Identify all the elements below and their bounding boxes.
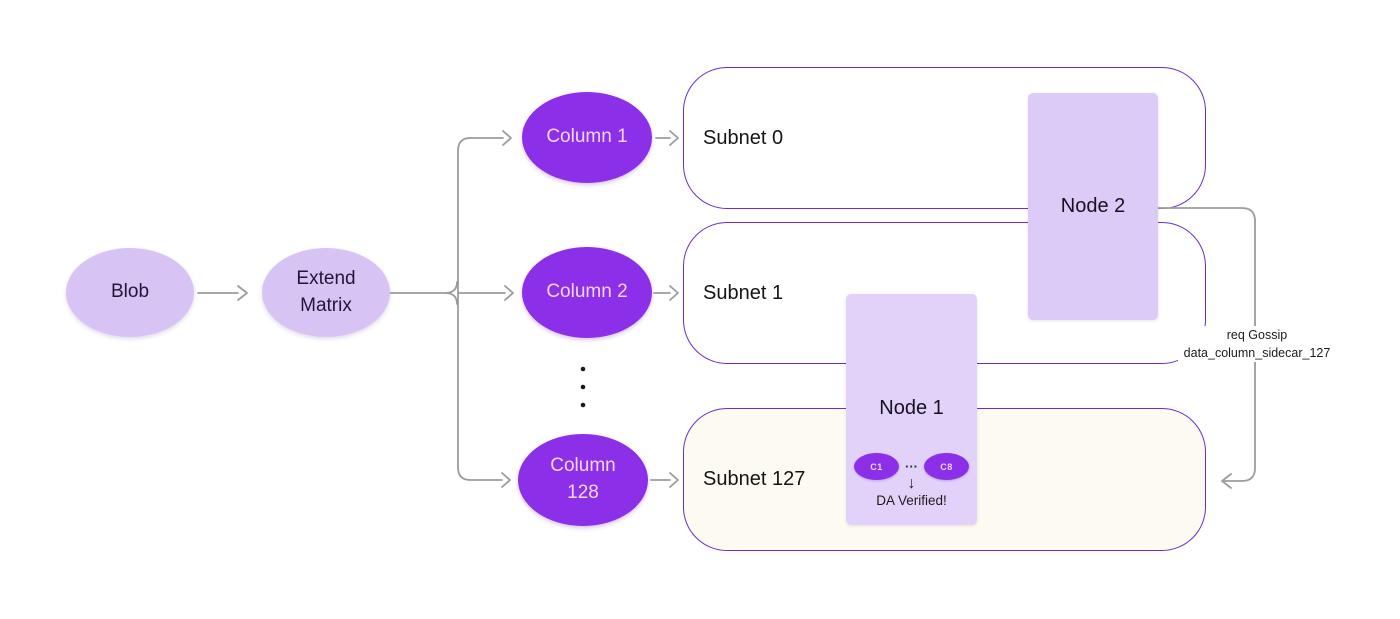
trunk-fillet-up: [445, 281, 458, 294]
trunk-fillet-down: [445, 292, 458, 305]
arrowhead-column128-to-subnet127: [669, 472, 679, 488]
arrowhead-blob-to-extend: [237, 285, 248, 301]
arrowhead-to-column-1: [502, 130, 512, 146]
sample-ellipsis: ···: [905, 458, 918, 474]
node-2-label: Node 2: [1060, 195, 1126, 217]
column-1-label: Column 1: [546, 126, 628, 148]
column-ellipsis-dot: [580, 366, 586, 372]
column-1-ellipse: Column 1: [522, 92, 652, 183]
column-ellipsis-dot: [580, 402, 586, 408]
subnet-1-label: Subnet 1: [703, 281, 784, 304]
arrowhead-to-column-2: [504, 285, 514, 301]
subnet-0-label: Subnet 0: [703, 126, 784, 149]
arrowhead-column2-to-subnet1: [669, 285, 679, 301]
sample-column-c1: C1: [854, 453, 899, 480]
gossip-request-line1: req Gossip: [1226, 328, 1288, 342]
arrowhead-column1-to-subnet0: [669, 130, 679, 146]
gossip-request-annotation: req Gossip data_column_sidecar_127: [1178, 326, 1336, 362]
gossip-request-line2: data_column_sidecar_127: [1183, 346, 1331, 360]
blob-ellipse: Blob: [66, 248, 194, 337]
sampled-columns-row: C1 ··· C8: [846, 453, 977, 480]
da-verified-label: DA Verified!: [876, 493, 947, 508]
down-arrow-icon: ↓: [907, 475, 916, 492]
blob-label: Blob: [110, 281, 150, 303]
arrowhead-gossip-request: [1221, 473, 1232, 489]
arrowhead-to-column-128: [501, 472, 511, 488]
extend-matrix-label: Extend Matrix: [296, 267, 356, 316]
column-2-ellipse: Column 2: [522, 247, 652, 338]
sample-column-c8: C8: [924, 453, 969, 480]
column-128-label: Column 128: [550, 455, 616, 503]
extend-matrix-ellipse: Extend Matrix: [262, 248, 390, 337]
column-128-ellipse: Column 128: [518, 434, 648, 526]
node-1-label: Node 1: [879, 397, 944, 419]
branch-trunk: [457, 137, 471, 481]
column-ellipsis-dot: [580, 384, 586, 390]
node-2-box: Node 2: [1028, 93, 1158, 320]
subnet-127-label: Subnet 127: [703, 468, 806, 490]
node-1-box: Node 1 C1 ··· C8 ↓ DA Verified!: [846, 294, 977, 525]
column-2-label: Column 2: [546, 281, 628, 303]
